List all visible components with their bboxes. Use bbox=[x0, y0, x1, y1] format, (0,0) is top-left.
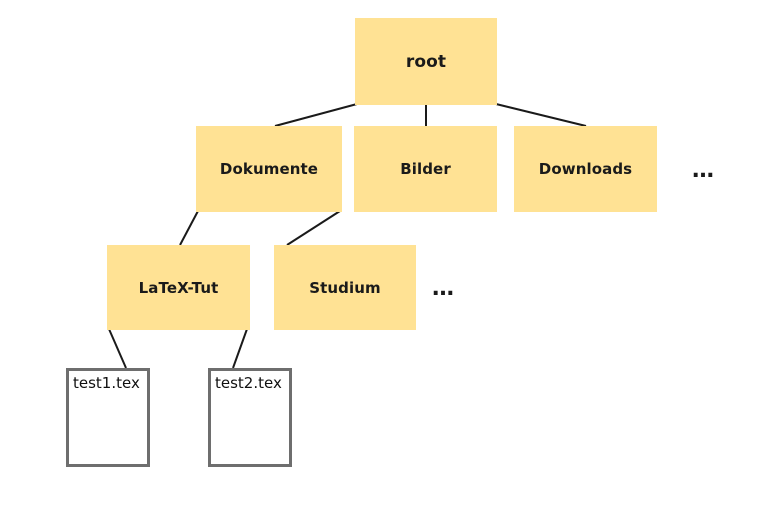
node-label: test1.tex bbox=[73, 374, 140, 392]
tree-edge-dokumente-to-latextut bbox=[179, 210, 199, 246]
tree-edge-latextut-to-test2 bbox=[232, 328, 248, 369]
directory-node-studium[interactable]: Studium bbox=[274, 245, 416, 330]
tree-edge-root-to-dokumente bbox=[274, 103, 358, 127]
node-label: Downloads bbox=[538, 160, 633, 178]
directory-node-latextut[interactable]: LaTeX-Tut bbox=[107, 245, 250, 330]
directory-node-dokumente[interactable]: Dokumente bbox=[196, 126, 342, 212]
directory-node-bilder[interactable]: Bilder bbox=[354, 126, 497, 212]
node-label: root bbox=[405, 51, 447, 72]
node-label: Bilder bbox=[400, 160, 451, 178]
ellipsis-level3: … bbox=[432, 276, 455, 301]
tree-edge-root-to-downloads bbox=[495, 103, 587, 127]
tree-edge-dokumente-to-studium bbox=[286, 210, 341, 246]
node-label: Dokumente bbox=[219, 160, 319, 178]
node-label: test2.tex bbox=[215, 374, 282, 392]
directory-node-root[interactable]: root bbox=[355, 18, 497, 105]
node-label: LaTeX-Tut bbox=[138, 278, 219, 297]
node-label: Studium bbox=[309, 278, 381, 297]
file-node-test1[interactable]: test1.tex bbox=[66, 368, 150, 467]
tree-edge-latextut-to-test1 bbox=[108, 328, 127, 369]
file-node-test2[interactable]: test2.tex bbox=[208, 368, 292, 467]
directory-node-downloads[interactable]: Downloads bbox=[514, 126, 657, 212]
ellipsis-level2: … bbox=[692, 158, 715, 183]
